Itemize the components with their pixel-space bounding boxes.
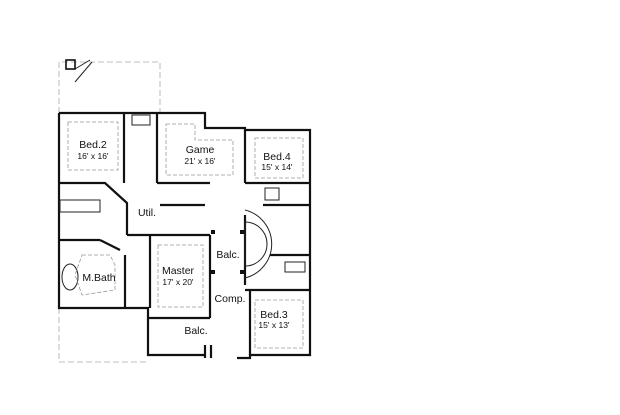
svg-text:Bed.4: Bed.4	[263, 151, 291, 163]
svg-text:17' x 20': 17' x 20'	[162, 277, 194, 287]
svg-text:15' x 14': 15' x 14'	[261, 162, 293, 172]
svg-text:Bed.2: Bed.2	[79, 139, 107, 151]
room-bed2: Bed.2 16' x 16'	[77, 139, 109, 161]
room-balcony-lower: Balc.	[184, 325, 207, 337]
room-bed3: Bed.3 15' x 13'	[258, 309, 290, 330]
room-comp: Comp.	[215, 293, 246, 305]
svg-text:Game: Game	[186, 144, 215, 156]
svg-text:15' x 13': 15' x 13'	[258, 320, 290, 330]
fixtures	[59, 114, 306, 291]
room-game: Game 21' x 16'	[184, 144, 216, 166]
room-balcony-upper: Balc.	[216, 249, 239, 261]
room-bed4: Bed.4 15' x 14'	[261, 151, 293, 172]
interior-walls	[59, 113, 310, 355]
spiral-stair	[244, 209, 273, 279]
room-master-bath: M.Bath	[82, 272, 115, 284]
svg-text:Master: Master	[162, 265, 195, 277]
svg-text:Bed.3: Bed.3	[260, 309, 288, 321]
roof-outline	[58, 59, 161, 363]
room-master: Master 17' x 20'	[162, 265, 195, 287]
ceiling-outlines	[67, 121, 304, 349]
svg-text:16' x 16': 16' x 16'	[77, 151, 109, 161]
svg-text:21' x 16': 21' x 16'	[184, 156, 216, 166]
room-util: Util.	[138, 207, 156, 219]
